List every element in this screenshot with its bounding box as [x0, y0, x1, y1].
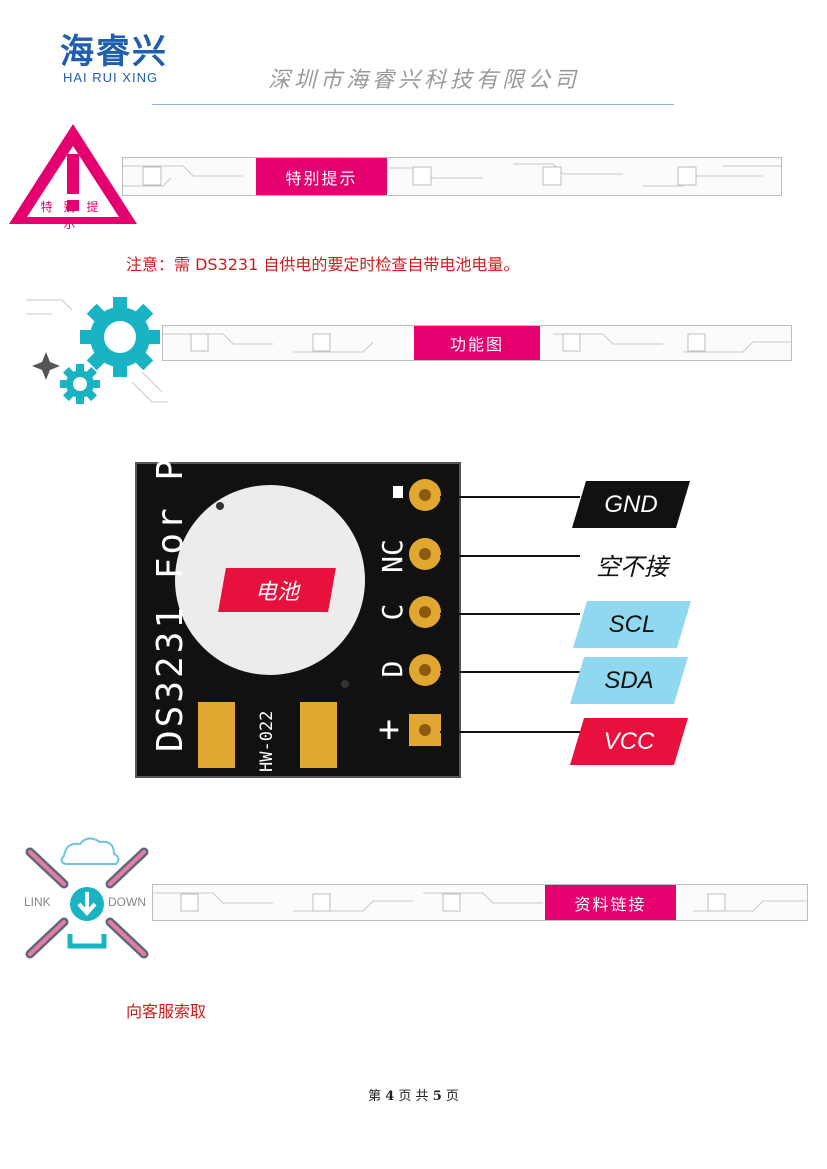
- silk-title: DS3231 For PI: [150, 431, 191, 752]
- logo-chinese: 海睿兴: [60, 32, 168, 72]
- battery-label: 电池: [218, 568, 336, 612]
- logo-english: HAI RUI XING: [63, 70, 159, 85]
- silk-code: HW-022: [257, 710, 277, 772]
- warning-triangle-icon: 特别提示: [6, 120, 141, 231]
- tag-link: 资料链接: [545, 885, 676, 920]
- link-icon-text-right: DOWN: [108, 895, 146, 909]
- pin-label-gnd: GND: [572, 481, 690, 528]
- pin-label-vcc: VCC: [570, 718, 688, 765]
- header-divider: [152, 104, 674, 105]
- link-note: 向客服索取: [126, 1002, 207, 1021]
- tag-warning: 特别提示: [256, 158, 387, 195]
- pin-label-vcc-text: VCC: [603, 727, 655, 755]
- battery-label-text: 电池: [254, 580, 299, 605]
- pin-label-scl-text: SCL: [608, 610, 656, 638]
- link-banner: 资料链接: [152, 884, 808, 921]
- footer-total-pages: 5: [432, 1089, 442, 1104]
- warning-banner: 特别提示: [122, 157, 782, 196]
- gear-cluster-icon: [22, 292, 172, 417]
- link-icon-text-left: LINK: [24, 895, 51, 909]
- silk-pin-nc: NC: [376, 539, 409, 573]
- silk-pin-plus: +: [378, 709, 400, 750]
- footer-prefix: 第: [368, 1089, 382, 1104]
- warning-note: 注意：需 DS3231 自供电的要定时检查自带电池电量。: [126, 255, 520, 274]
- pin-label-nc: 空不接: [596, 552, 668, 581]
- warning-icon-text: 特别提示: [40, 200, 110, 231]
- link-download-icon: LINK DOWN: [22, 834, 152, 968]
- page-footer: 第 4 页 共 5 页: [0, 1085, 827, 1104]
- footer-page-number: 4: [385, 1089, 395, 1104]
- silk-pin-d: D: [376, 660, 409, 678]
- function-banner: 功能图: [162, 325, 792, 361]
- pin-label-scl: SCL: [573, 601, 691, 648]
- company-name: 深圳市海睿兴科技有限公司: [268, 68, 581, 93]
- pin-label-sda-text: SDA: [604, 666, 654, 694]
- pin-label-sda: SDA: [570, 657, 688, 704]
- footer-suffix: 页: [445, 1089, 459, 1104]
- tag-function: 功能图: [414, 326, 540, 360]
- ds3231-module: DS3231 For PI HW-022 电池 NC C D +: [135, 431, 461, 778]
- silk-pin-c: C: [376, 603, 409, 621]
- footer-middle: 页 共: [398, 1089, 429, 1104]
- pin-label-gnd-text: GND: [604, 490, 658, 518]
- pin-lines: [440, 496, 580, 733]
